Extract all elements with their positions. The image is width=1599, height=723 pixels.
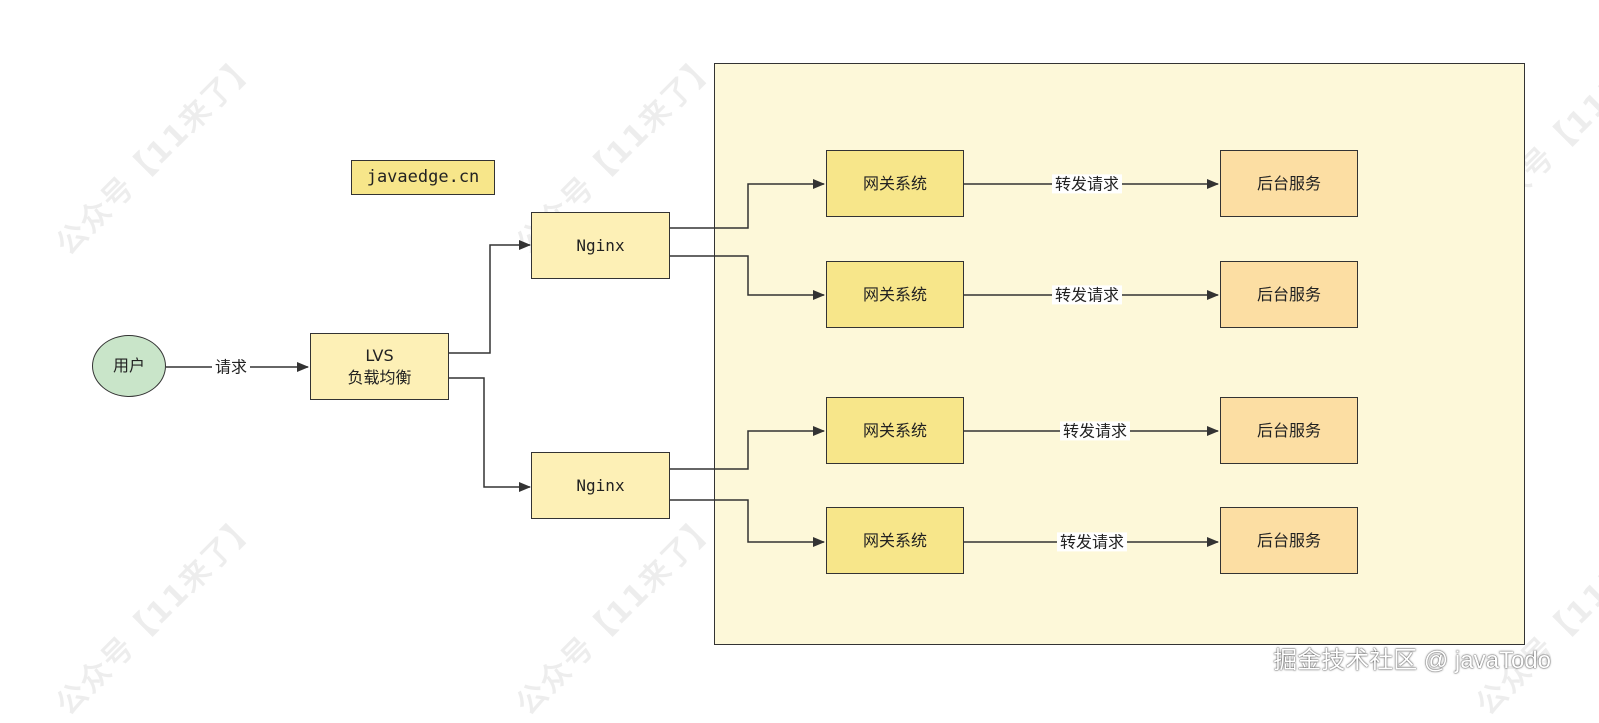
edge-nginx2-gw3 (670, 426, 825, 470)
nginx-node-2: Nginx (531, 452, 670, 519)
forward-label-4: 转发请求 (1056, 532, 1128, 552)
lvs-subtitle: 负载均衡 (347, 367, 412, 387)
edge-nginx2-gw4 (670, 499, 825, 547)
gateway-node-1: 网关系统 (826, 150, 964, 217)
site-label: javaedge.cn (351, 160, 495, 195)
lvs-node: LVS 负载均衡 (310, 333, 449, 400)
nginx-node-1: Nginx (531, 212, 670, 279)
backend-node-1: 后台服务 (1220, 150, 1358, 217)
edge-nginx1-gw1 (670, 179, 825, 229)
gateway-node-4: 网关系统 (826, 507, 964, 574)
footer-credit: 掘金技术社区 @ javaTodo (1273, 647, 1551, 674)
edge-lvs-nginx-bottom (449, 377, 531, 492)
connector-layer (166, 179, 1219, 547)
lvs-title: LVS (365, 345, 394, 365)
edge-nginx1-gw2 (670, 255, 825, 300)
backend-node-4: 后台服务 (1220, 507, 1358, 574)
backend-node-3: 后台服务 (1220, 397, 1358, 464)
request-label: 请求 (211, 357, 251, 377)
gateway-node-2: 网关系统 (826, 261, 964, 328)
backend-node-2: 后台服务 (1220, 261, 1358, 328)
edge-lvs-nginx-top (449, 240, 531, 354)
forward-label-1: 转发请求 (1051, 174, 1123, 194)
forward-label-3: 转发请求 (1059, 421, 1131, 441)
forward-label-2: 转发请求 (1051, 285, 1123, 305)
user-node: 用户 (92, 335, 166, 397)
gateway-node-3: 网关系统 (826, 397, 964, 464)
